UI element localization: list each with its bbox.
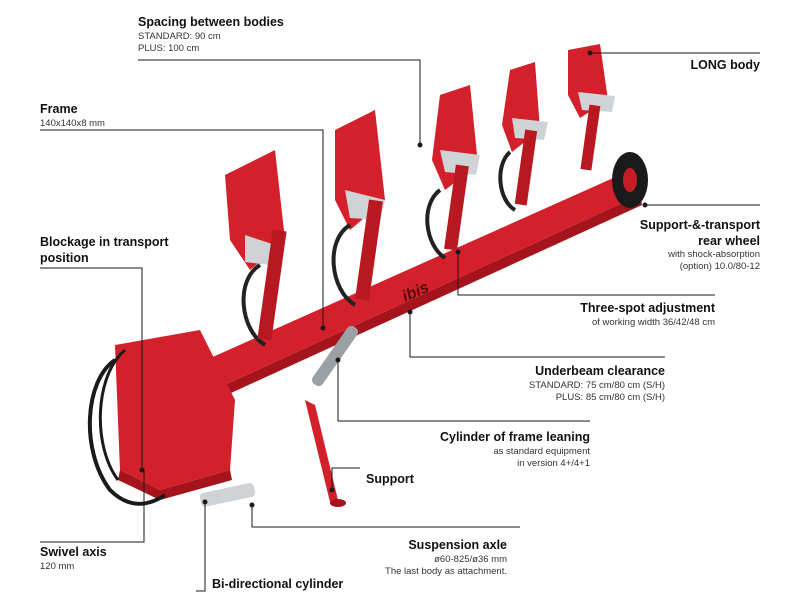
label-spacing-line-2: PLUS: 100 cm [138,42,200,54]
plough-machine: ibis [87,44,648,507]
plough-body-3 [425,85,480,260]
label-wheel-line-1: with shock-absorption [668,249,760,261]
headstock [115,330,235,490]
label-underbeam-title: Underbeam clearance [535,364,665,378]
leaning-cylinder [311,325,359,387]
label-bidir-title: Bi-directional cylinder [212,577,344,591]
label-suspension: Suspension axle ø60-825/ø36 mm The last … [385,538,507,577]
label-swivel: Swivel axis 120 mm [40,545,107,573]
label-underbeam: Underbeam clearance STANDARD: 75 cm/80 c… [529,364,665,403]
plough-body-4 [498,62,548,212]
label-wheel-title-1: Support-&-transport [639,218,760,232]
rear-wheel [612,152,648,208]
label-suspension-line-2: The last body as attachment. [385,565,507,577]
leader-lines [40,50,760,592]
label-cylinder-frame-line-1: as standard equipment [493,445,590,457]
label-suspension-title: Suspension axle [408,538,507,552]
hydraulic-hoses [87,358,167,506]
plough-body-2 [331,110,385,307]
label-bidir: Bi-directional cylinder [212,577,343,593]
label-wheel-title-2: rear wheel [698,233,760,248]
label-blockage: Blockage in transport position [40,235,169,266]
label-swivel-line-1: 120 mm [40,560,75,572]
label-cylinder-frame: Cylinder of frame leaning as standard eq… [440,430,590,469]
plough-body-5 [568,44,615,171]
label-cylinder-frame-line-2: in version 4+/4+1 [517,457,590,469]
support-leg [305,400,338,502]
label-spacing-title: Spacing between bodies [138,15,284,29]
label-swivel-title: Swivel axis [40,545,107,559]
label-long-body-title: LONG body [690,58,760,72]
label-cylinder-frame-title: Cylinder of frame leaning [439,430,590,444]
label-wheel: Support-&-transport rear wheel with shoc… [640,218,760,273]
label-blockage-line-2: position [40,250,89,265]
label-frame-line-1: 140x140x8 mm [40,117,105,129]
plough-body-1 [225,150,287,347]
label-frame-title: Frame [40,102,78,116]
label-blockage-line-1: Blockage in transport [40,235,169,249]
label-spacing: Spacing between bodies STANDARD: 90 cm P… [138,15,284,54]
label-frame: Frame 140x140x8 mm [40,102,105,130]
label-underbeam-line-2: PLUS: 85 cm/80 cm (S/H) [555,391,665,403]
label-wheel-line-2: (option) 10.0/80-12 [679,261,760,273]
label-three-spot: Three-spot adjustment of working width 3… [580,301,715,329]
label-suspension-line-1: ø60-825/ø36 mm [434,553,507,565]
label-long-body: LONG body [691,58,760,74]
main-frame-beam [150,175,640,410]
suspension-axle-part [199,483,256,507]
label-three-spot-title: Three-spot adjustment [580,301,715,315]
label-spacing-line-1: STANDARD: 90 cm [138,30,221,42]
label-support-title: Support [366,472,414,486]
label-support: Support [366,472,414,488]
label-underbeam-line-1: STANDARD: 75 cm/80 cm (S/H) [528,379,665,391]
label-three-spot-line-1: of working width 36/42/48 cm [591,316,715,328]
